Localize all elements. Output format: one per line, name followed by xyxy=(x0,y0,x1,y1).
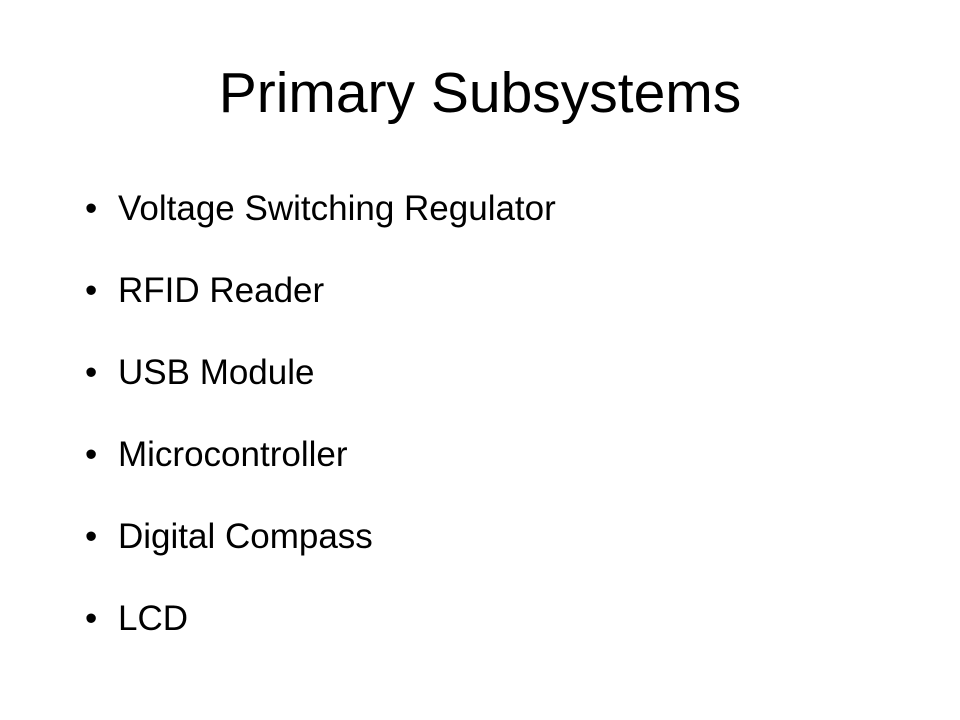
bullet-text: RFID Reader xyxy=(118,271,325,310)
bullet-item: • USB Module xyxy=(85,332,556,414)
bullet-text: Microcontroller xyxy=(118,435,348,474)
bullet-item: • Microcontroller xyxy=(85,414,556,496)
bullet-text: USB Module xyxy=(118,353,315,392)
bullet-text: Voltage Switching Regulator xyxy=(118,189,556,228)
bullet-text: Digital Compass xyxy=(118,517,373,556)
bullet-item: • LCD xyxy=(85,578,556,660)
bullet-item: • Digital Compass xyxy=(85,496,556,578)
bullet-dot-icon: • xyxy=(85,271,98,310)
bullet-item: • Voltage Switching Regulator xyxy=(85,168,556,250)
bullet-item: • RFID Reader xyxy=(85,250,556,332)
bullet-dot-icon: • xyxy=(85,189,98,228)
bullet-dot-icon: • xyxy=(85,353,98,392)
bullet-dot-icon: • xyxy=(85,435,98,474)
bullet-dot-icon: • xyxy=(85,599,98,638)
slide-title: Primary Subsystems xyxy=(218,61,742,125)
bullet-text: LCD xyxy=(118,599,189,638)
bullet-dot-icon: • xyxy=(85,517,98,556)
bullet-list: • Voltage Switching Regulator • RFID Rea… xyxy=(85,168,556,660)
